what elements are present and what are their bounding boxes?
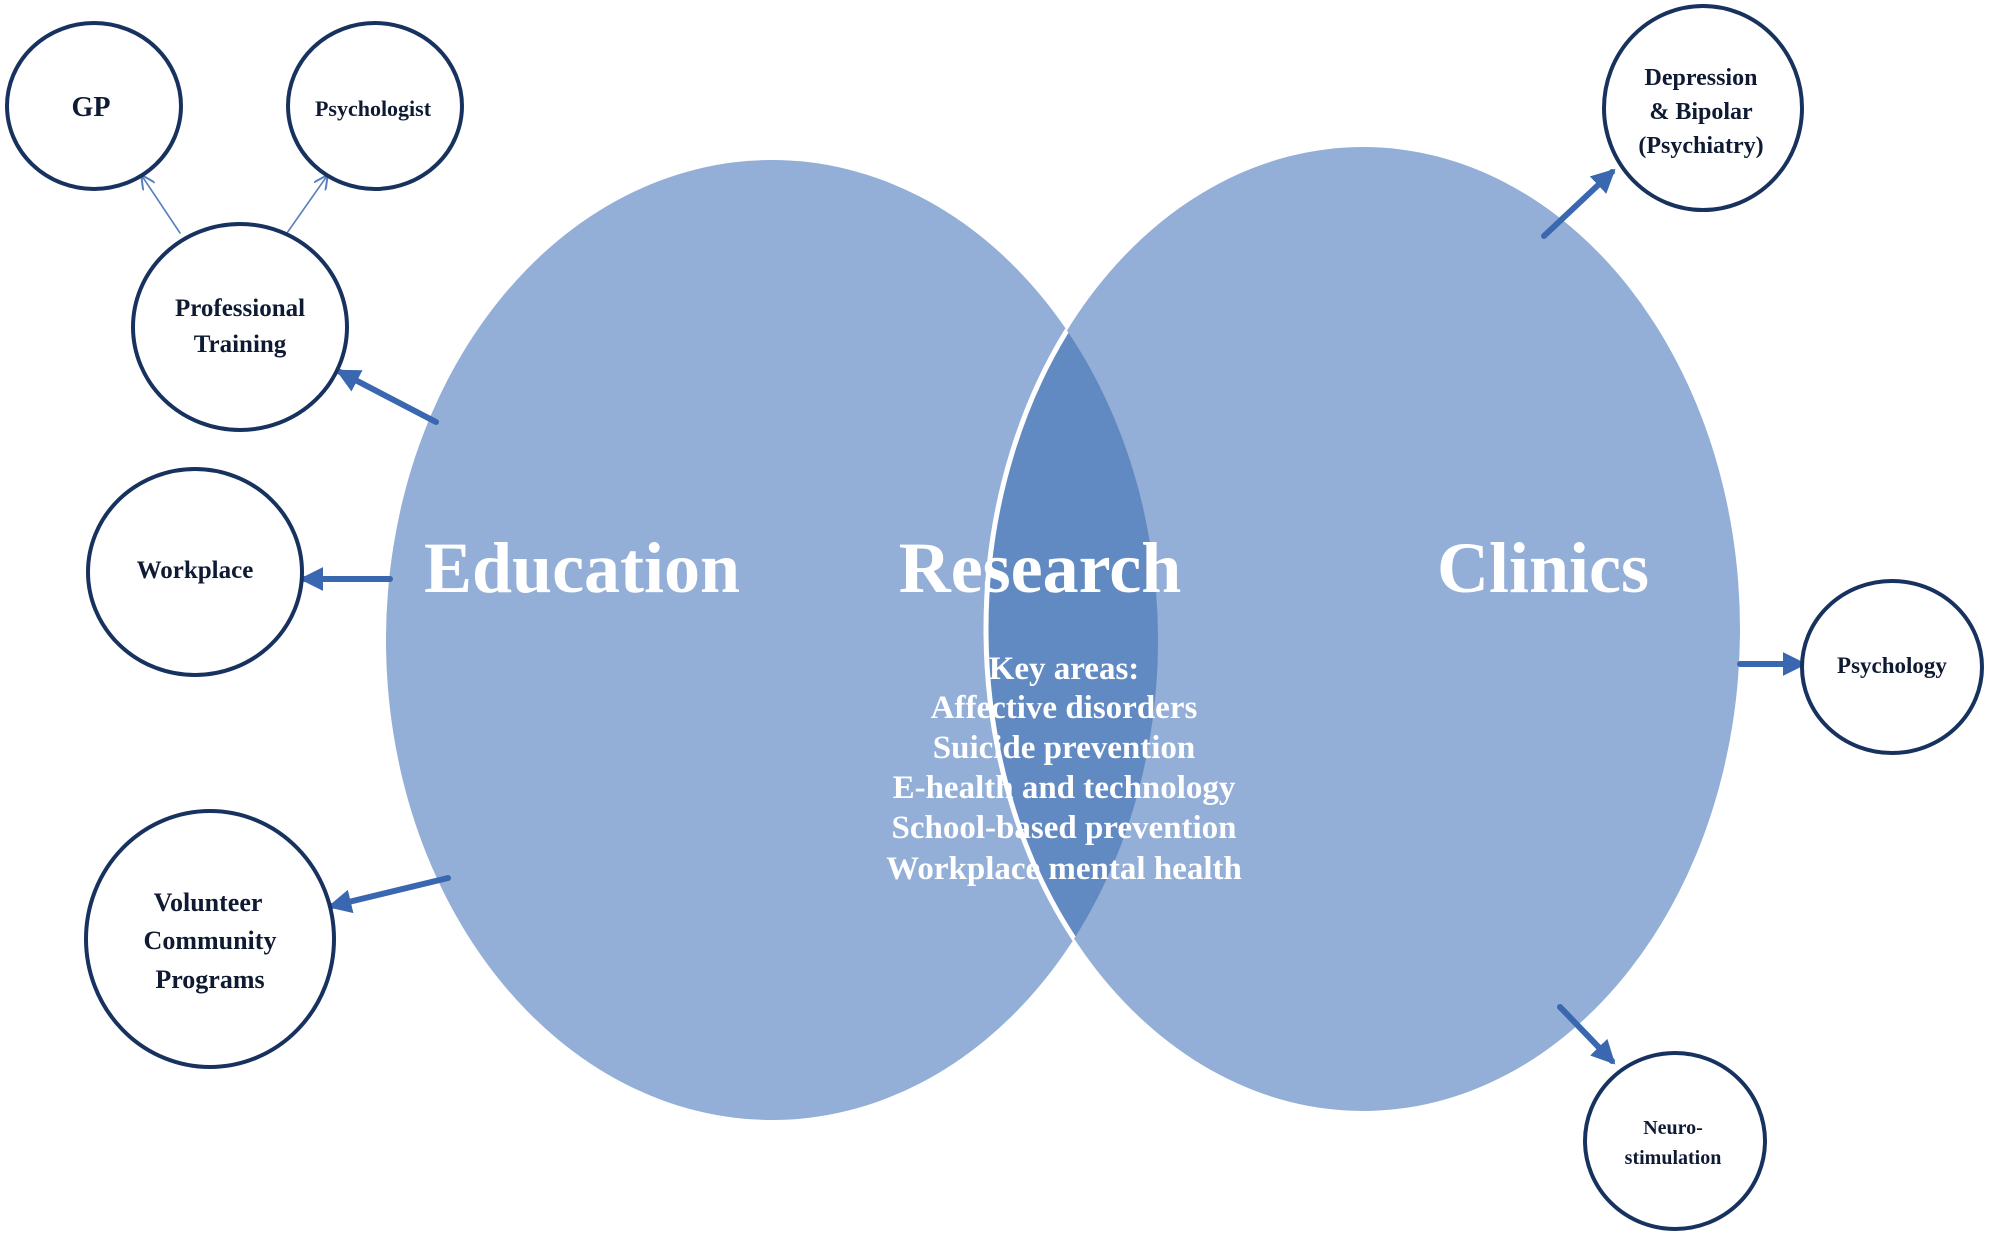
- node-neurostimulation-line1: Neuro-: [1643, 1117, 1703, 1139]
- key-areas-heading: Key areas:: [989, 651, 1140, 687]
- node-volunteer-community-programs: Volunteer Community Programs: [84, 809, 336, 1069]
- node-workplace-label: Workplace: [137, 557, 254, 584]
- node-volunteer-line3: Programs: [155, 965, 264, 994]
- node-professional-training-line2: Training: [194, 331, 287, 358]
- research-label: Research: [899, 528, 1182, 608]
- arrow-to-psychologist: [286, 176, 327, 234]
- key-area-ehealth-technology: E-health and technology: [893, 770, 1236, 806]
- key-area-school-based-prevention: School-based prevention: [891, 810, 1236, 846]
- arrow-to-volunteer-programs: [327, 875, 451, 914]
- node-neurostimulation-line2: stimulation: [1625, 1147, 1722, 1169]
- arrow-to-neurostimulation: [1557, 1004, 1616, 1065]
- arrow-to-professional-training: [335, 369, 439, 425]
- overlap-boundary-line: [983, 160, 1158, 1114]
- node-neurostimulation: Neuro- stimulation: [1583, 1051, 1767, 1231]
- clinics-circle: [986, 147, 1740, 1111]
- arrow-to-gp: [142, 176, 181, 234]
- node-depression-line1: Depression: [1645, 65, 1758, 91]
- clinics-label: Clinics: [1437, 528, 1649, 608]
- node-psychologist: Psychologist: [286, 21, 464, 191]
- node-volunteer-line2: Community: [144, 926, 277, 955]
- node-professional-training: Professional Training: [131, 222, 349, 432]
- key-area-workplace-mental-health: Workplace mental health: [886, 851, 1242, 887]
- node-gp: GP: [5, 21, 183, 191]
- key-area-affective-disorders: Affective disorders: [931, 690, 1198, 726]
- node-professional-training-line1: Professional: [175, 295, 305, 322]
- key-areas-list: Key areas: Affective disorders Suicide p…: [886, 651, 1242, 887]
- node-psychologist-label: Psychologist: [315, 96, 432, 121]
- education-circle: [386, 160, 1158, 1120]
- node-depression-line2: & Bipolar: [1649, 99, 1753, 125]
- node-gp-label: GP: [72, 92, 111, 123]
- node-workplace: Workplace: [86, 467, 304, 677]
- node-depression-bipolar: Depression & Bipolar (Psychiatry): [1602, 4, 1804, 212]
- node-volunteer-line1: Volunteer: [154, 888, 263, 917]
- education-label: Education: [424, 528, 740, 608]
- key-area-suicide-prevention: Suicide prevention: [933, 730, 1196, 766]
- node-psychology-label: Psychology: [1837, 653, 1947, 678]
- arrow-to-depression-bipolar: [1541, 168, 1616, 239]
- node-psychology: Psychology: [1800, 579, 1984, 755]
- node-depression-line3: (Psychiatry): [1638, 133, 1763, 159]
